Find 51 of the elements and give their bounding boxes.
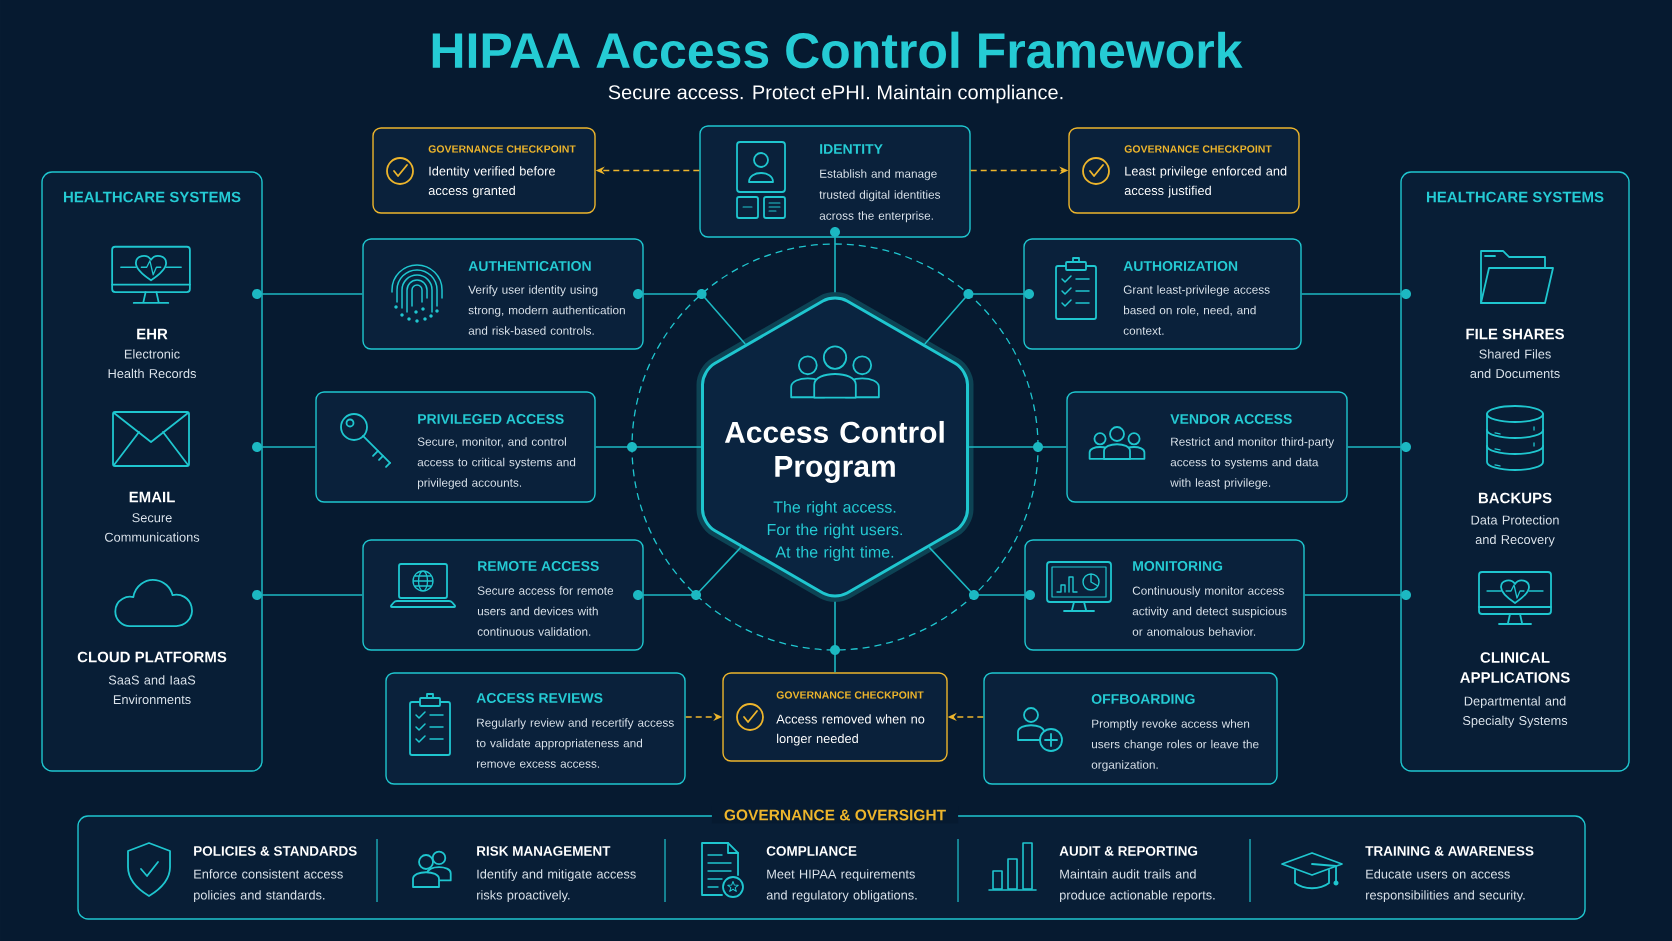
- feature-card: REMOTE ACCESS Secure access for remote users and devices with continuous validation.: [362, 539, 644, 651]
- connector-line: [261, 293, 364, 295]
- connector-line: [1346, 446, 1402, 448]
- subtitle: Secure access. Protect ePHI. Maintain compliance.: [608, 84, 1063, 104]
- connector-line: [642, 289, 747, 345]
- system-name: CLINICAL APPLICATIONS: [1460, 652, 1570, 683]
- item-description: Maintain audit trails and produce actionable reports.: [1060, 869, 1215, 903]
- connector-line: [261, 446, 317, 448]
- system-name: EHR: [137, 328, 168, 340]
- feature-card: PRIVILEGED ACCESS Secure, monitor, and control access to critical systems and privileged accounts.: [315, 391, 596, 503]
- feature-card: ACCESS REVIEWS Regularly review and recertify access to validate appropriateness and remove excess access.: [385, 672, 686, 785]
- checkpoint-card: GOVERNANCE CHECKPOINT Identity verified before access granted: [372, 127, 596, 214]
- checkpoint-card: GOVERNANCE CHECKPOINT Least privilege enforced and access justified: [1068, 127, 1300, 214]
- system-name: CLOUD PLATFORMS: [77, 651, 227, 663]
- item-description: Meet HIPAA requirements and regulatory obligations.: [766, 869, 917, 903]
- item-description: Identify and mitigate access risks proactively.: [477, 869, 636, 903]
- connector-line: [1300, 293, 1402, 295]
- system-description: SaaS and IaaS Environments: [108, 675, 196, 705]
- system-name: FILE SHARES: [1466, 328, 1564, 340]
- connector-line: [834, 236, 836, 294]
- connector-line: [923, 289, 1025, 345]
- checkpoint-card: GOVERNANCE CHECKPOINT Access removed when no longer needed: [722, 672, 948, 762]
- item-heading: POLICIES & STANDARDS: [194, 846, 357, 856]
- connector-line: [928, 546, 1026, 600]
- program-hexagon: Access Control Program The right access. For the right users. At the right time.: [696, 292, 974, 602]
- feature-card: MONITORING Continuously monitor access activity and detect suspicious or anomalous behavior.: [1024, 539, 1305, 651]
- item-heading: RISK MANAGEMENT: [477, 846, 611, 856]
- feature-card: VENDOR ACCESS Restrict and monitor third-party access to systems and data with least privilege.: [1066, 391, 1348, 503]
- connector-line: [594, 442, 702, 452]
- system-description: Electronic Health Records: [108, 349, 196, 379]
- connector-line: [1303, 594, 1402, 596]
- connector-line: [261, 594, 364, 596]
- system-description: Departmental and Specialty Systems: [1462, 696, 1568, 728]
- system-name: BACKUPS: [1478, 492, 1552, 504]
- item-heading: COMPLIANCE: [766, 846, 857, 856]
- item-description: Educate users on access responsibilities and security.: [1366, 869, 1525, 903]
- title: HIPAA Access Control Framework: [432, 31, 1243, 69]
- system-description: Data Protection and Recovery: [1471, 515, 1559, 547]
- item-heading: TRAINING & AWARENESS: [1365, 846, 1534, 856]
- feature-card: AUTHENTICATION Verify user identity using strong, modern authentication and risk-based controls.: [362, 238, 644, 350]
- feature-card: IDENTITY Establish and manage trusted digital identities across the enterprise.: [699, 125, 971, 238]
- item-heading: AUDIT & REPORTING: [1059, 846, 1198, 856]
- system-name: EMAIL: [129, 491, 175, 503]
- connector-line: [642, 546, 742, 600]
- connector-line: [830, 600, 840, 674]
- feature-card: OFFBOARDING Promptly revoke access when users change roles or leave the organization.: [983, 672, 1278, 785]
- system-description: Shared Files and Documents: [1470, 349, 1560, 379]
- system-description: Secure Communications: [105, 513, 200, 542]
- feature-card: AUTHORIZATION Grant least-privilege access based on role, need, and context.: [1023, 238, 1302, 350]
- connector-line: [968, 442, 1068, 452]
- item-description: Enforce consistent access policies and standards.: [194, 869, 343, 903]
